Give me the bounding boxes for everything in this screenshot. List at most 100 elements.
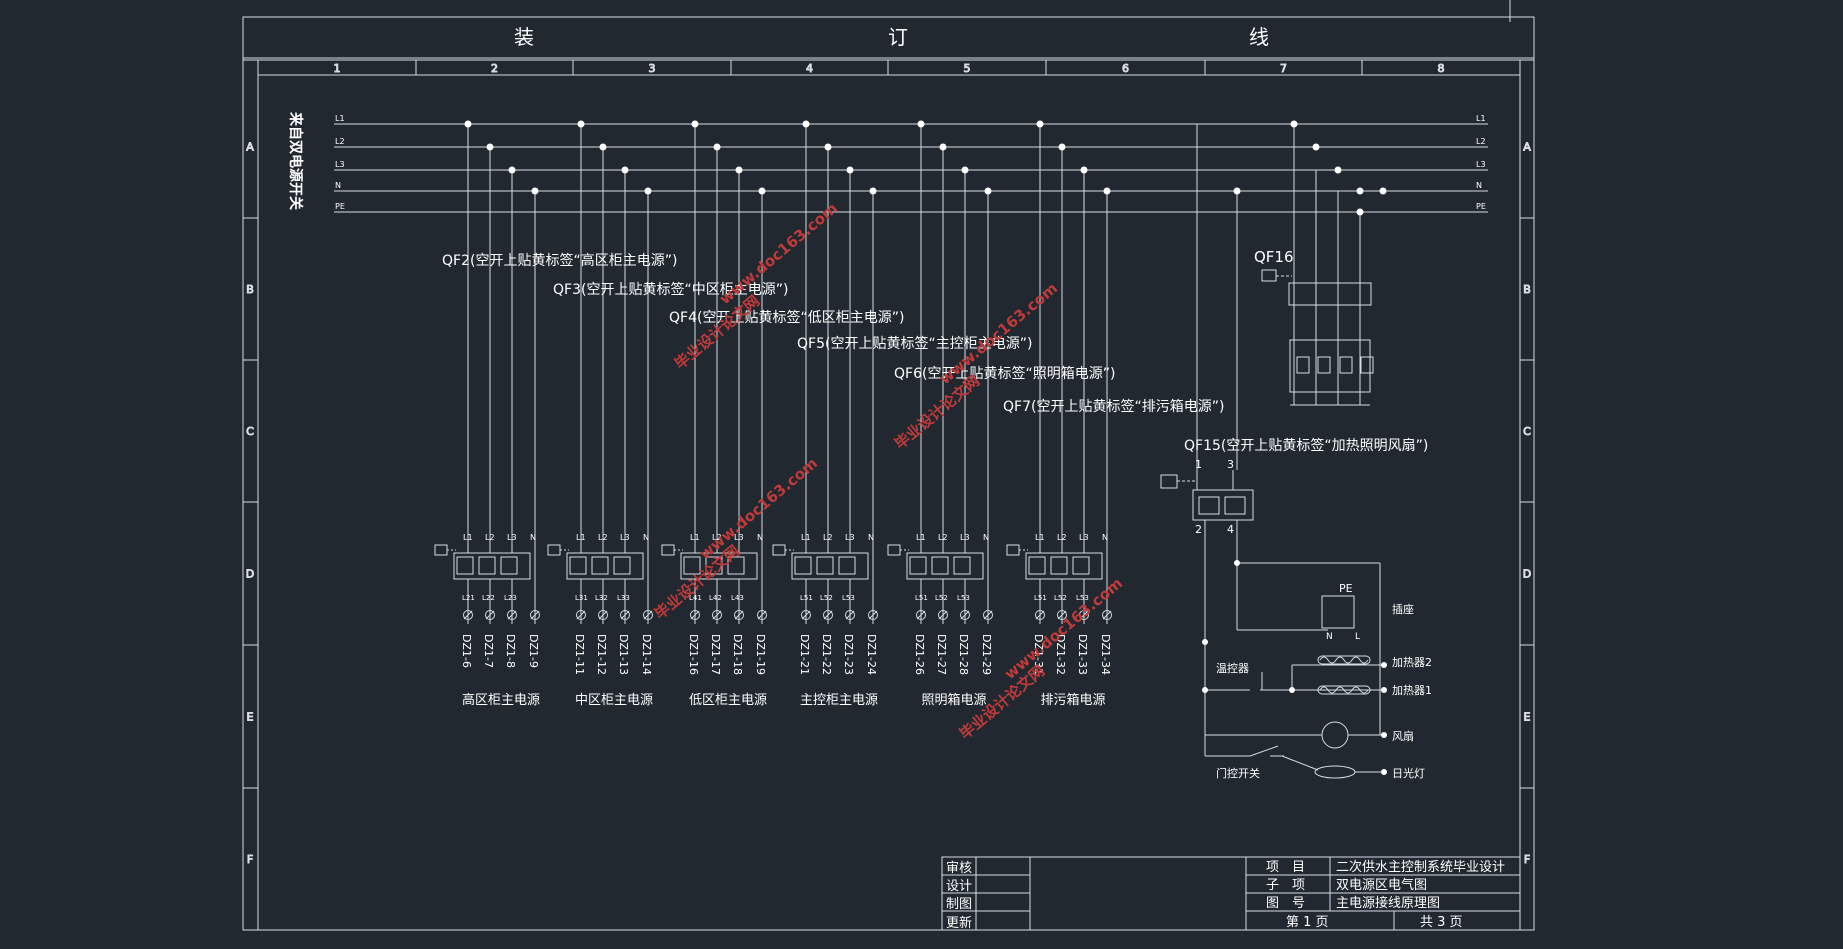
- junction-dot: [1233, 187, 1241, 195]
- terminal-circle: [734, 610, 744, 620]
- junction-dot: [846, 166, 854, 174]
- fan-label: 风扇: [1392, 729, 1414, 743]
- terminal-circle: [620, 610, 630, 620]
- junction-dot: [713, 143, 721, 151]
- bus-label-left-PE: PE: [335, 202, 345, 211]
- terminal-circle: [938, 610, 948, 620]
- junction-dot: [984, 187, 992, 195]
- breaker-out-label: L21: [462, 594, 475, 602]
- breaker-pole: [1072, 556, 1090, 575]
- terminal-label: DZ1-29: [980, 634, 993, 675]
- tb-update: 更新: [946, 915, 972, 931]
- terminal-label: DZ1-12: [595, 634, 608, 675]
- breaker-out-label: L43: [731, 594, 744, 602]
- socket-label: 插座: [1392, 602, 1414, 616]
- junction-dot: [1356, 187, 1364, 195]
- terminal-label: DZ1-22: [820, 634, 833, 675]
- qf16-breaker: [1261, 269, 1374, 406]
- terminal-label: DZ1-16: [687, 634, 700, 675]
- terminal-circle: [598, 610, 608, 620]
- junction-dot: [1103, 187, 1111, 195]
- terminal-circle: [690, 610, 700, 620]
- qf15-breaker: [1160, 470, 1254, 521]
- row-marker-right-E: E: [1524, 711, 1531, 724]
- trip-coil: [772, 544, 786, 556]
- trip-coil: [887, 544, 901, 556]
- terminal-label: DZ1-8: [504, 634, 517, 668]
- breaker-out-label: L22: [482, 594, 495, 602]
- breaker-pole-label: L2: [598, 533, 608, 542]
- breaker-out-label: L42: [709, 594, 722, 602]
- junction-dot: [1312, 143, 1320, 151]
- junction-dot: [1290, 120, 1298, 128]
- terminal-circle: [823, 610, 833, 620]
- terminal-circle: [983, 610, 993, 620]
- thermostat-label: 温控器: [1216, 661, 1249, 675]
- terminal-label: DZ1-13: [617, 634, 630, 675]
- terminal-label: DZ1-11: [573, 634, 586, 675]
- binding-char-2: 订: [888, 25, 908, 49]
- row-marker-right-C: C: [1523, 425, 1531, 438]
- terminal-label: DZ1-21: [798, 634, 811, 675]
- breaker-group-name: 照明箱电源: [921, 692, 986, 708]
- breaker-pole-label: L2: [938, 533, 948, 542]
- breaker-pole: [727, 556, 745, 575]
- junction-dot: [802, 120, 810, 128]
- breaker-pole: [591, 556, 609, 575]
- breaker-pole-label: L3: [734, 533, 744, 542]
- binding-char-3: 线: [1249, 25, 1269, 49]
- breaker-pole-label: L1: [916, 533, 926, 542]
- terminal-label: DZ1-32: [1054, 634, 1067, 675]
- breaker-out-label: L52: [935, 594, 948, 602]
- column-marker-2: 2: [491, 62, 498, 75]
- row-marker-left-D: D: [246, 568, 254, 581]
- column-marker-8: 8: [1438, 62, 1445, 75]
- tb-design: 设计: [946, 879, 972, 894]
- title-block: [941, 856, 1521, 931]
- row-marker-right-F: F: [1524, 853, 1530, 866]
- breaker-out-label: L41: [689, 594, 702, 602]
- breaker-pole-label: L2: [1057, 533, 1067, 542]
- junction-dot: [939, 143, 947, 151]
- qf15-junctions: [1202, 560, 1387, 775]
- junction-dot: [1356, 208, 1364, 216]
- qf15-terminal-4: 4: [1227, 523, 1234, 536]
- breaker-pole: [931, 556, 949, 575]
- junction-dot: [735, 166, 743, 174]
- column-marker-5: 5: [964, 62, 971, 75]
- junction-dot: [824, 143, 832, 151]
- breaker-note-7: QF15(空开上贴黄标签“加热照明风扇”): [1184, 437, 1428, 454]
- terminal-label: DZ1-33: [1076, 634, 1089, 675]
- breaker-pole-label: L1: [690, 533, 700, 542]
- breaker-pole-label: L1: [463, 533, 473, 542]
- tb-total: 共 3 页: [1420, 915, 1463, 930]
- junction-dot: [1334, 166, 1342, 174]
- breaker-out-label: L51: [800, 594, 813, 602]
- row-marker-left-F: F: [247, 853, 253, 866]
- terminal-circle: [530, 610, 540, 620]
- breaker-pole: [838, 556, 856, 575]
- terminal-label: DZ1-34: [1099, 634, 1112, 675]
- breaker-pole-label: L3: [845, 533, 855, 542]
- bus-label-right-L3: L3: [1476, 160, 1486, 169]
- junction-dot: [508, 166, 516, 174]
- breaker-note-6: QF7(空开上贴黄标签“排污箱电源”): [1003, 398, 1224, 415]
- junction-dot: [917, 120, 925, 128]
- trip-coil: [434, 544, 448, 556]
- column-marker-6: 6: [1122, 62, 1129, 75]
- junction-dot: [621, 166, 629, 174]
- breaker-pole: [816, 556, 834, 575]
- breaker-out-label: L23: [504, 594, 517, 602]
- lamp-label: 日光灯: [1392, 766, 1425, 780]
- breaker-note-3: QF4(空开上贴黄标签“低区柜主电源”): [669, 309, 904, 326]
- breaker-pole: [569, 556, 587, 575]
- row-marker-left-A: A: [246, 141, 254, 154]
- qf15-load-circuit: [1204, 520, 1384, 779]
- title-block-text: 审核 设计 制图 更新 项 目 子 项 图 号 二次供水主控制系统毕业设计 双电…: [946, 859, 1505, 931]
- terminal-circle: [845, 610, 855, 620]
- tb-draw: 制图: [946, 897, 972, 912]
- breaker-note-1: QF2(空开上贴黄标签“高区柜主电源”): [442, 252, 677, 269]
